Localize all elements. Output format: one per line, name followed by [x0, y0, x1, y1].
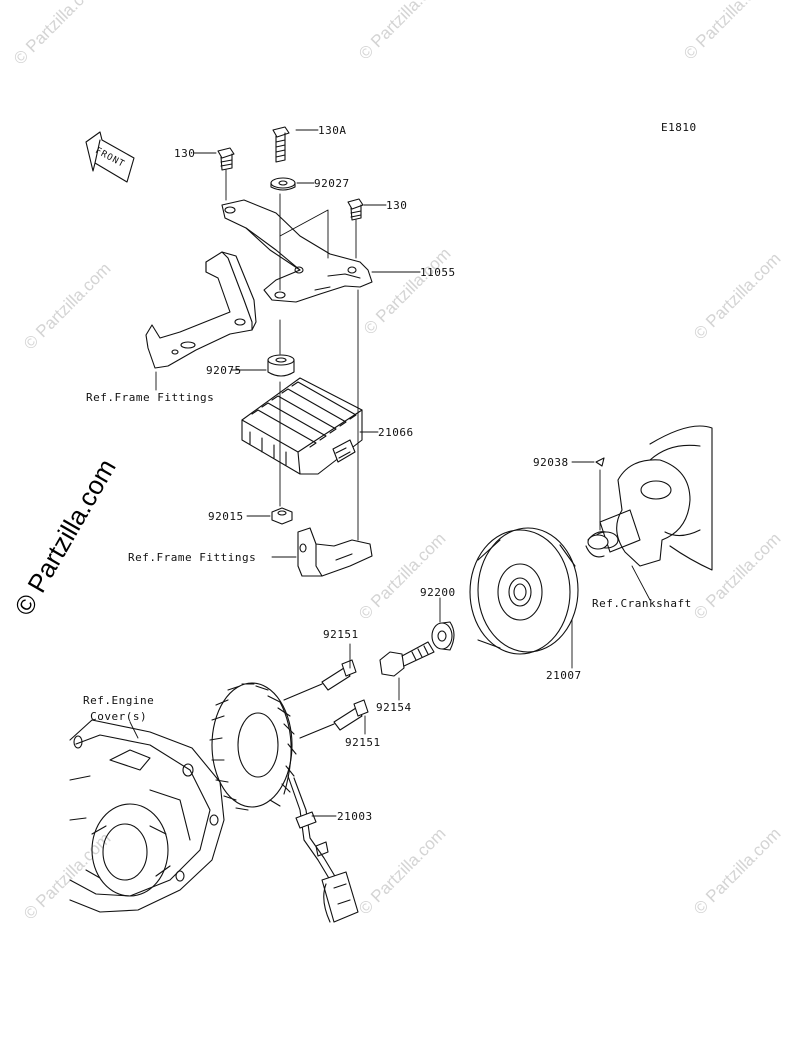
- label-130a: 130A: [318, 124, 347, 137]
- bolt-92151-bottom: [299, 699, 369, 739]
- label-21003: 21003: [337, 810, 373, 823]
- label-92015: 92015: [208, 510, 244, 523]
- label-92038: 92038: [533, 456, 569, 469]
- leader-lines-lower: [129, 461, 651, 817]
- rotor-flywheel-21007: [469, 527, 579, 655]
- stator-21003: [209, 682, 359, 923]
- label-92154: 92154: [376, 701, 412, 714]
- label-ref-crankshaft: Ref.Crankshaft: [592, 597, 692, 610]
- label-21007: 21007: [546, 669, 582, 682]
- upper-bracket-part: [221, 199, 373, 303]
- label-92200: 92200: [420, 586, 456, 599]
- diagram-code: E1810: [661, 121, 697, 134]
- washer-92027: [270, 177, 296, 191]
- washer-92200: [431, 621, 455, 651]
- label-21066: 21066: [378, 426, 414, 439]
- label-130-left: 130: [174, 147, 196, 160]
- label-ref-frame-fittings-1: Ref.Frame Fittings: [86, 391, 215, 404]
- nut-92015: [271, 507, 293, 525]
- label-ref-engine-covers: Ref.Engine Cover(s): [83, 694, 155, 723]
- frame-bracket-lower: [297, 527, 373, 577]
- grommet-92075: [267, 354, 295, 377]
- frame-bracket-left: [145, 251, 257, 369]
- bolt-92151-top: [283, 659, 357, 701]
- bolt-130-left: [217, 147, 235, 171]
- label-ref-frame-fittings-2: Ref.Frame Fittings: [128, 551, 257, 564]
- label-92075: 92075: [206, 364, 242, 377]
- label-130-right: 130: [386, 199, 408, 212]
- bolt-130-right: [347, 198, 364, 221]
- bolt-130a: [272, 126, 290, 163]
- bolt-92154: [379, 641, 435, 677]
- leader-lines-top: [155, 129, 421, 558]
- engine-cover-part: [69, 719, 225, 913]
- label-92151-bottom: 92151: [345, 736, 381, 749]
- label-92151-top: 92151: [323, 628, 359, 641]
- crankshaft-part: [585, 425, 713, 571]
- regulator-rectifier-21066: [241, 377, 363, 475]
- label-11055: 11055: [420, 266, 456, 279]
- front-arrow-icon: [85, 131, 135, 183]
- label-92027: 92027: [314, 177, 350, 190]
